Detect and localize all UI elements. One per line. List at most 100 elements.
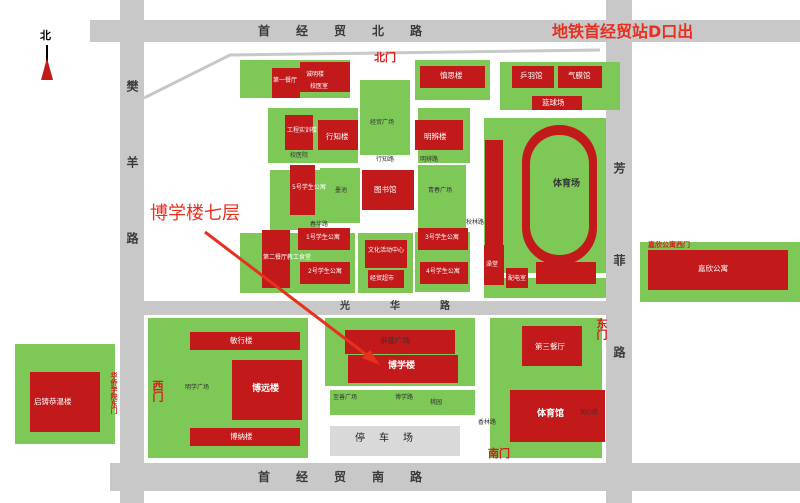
qizhu-building (30, 372, 100, 432)
west-road (120, 0, 144, 503)
qizhu-label: 启铸恭温楼 (34, 397, 72, 406)
middle-road (144, 301, 606, 315)
small-label: 明辨路 (420, 156, 439, 163)
parking-label: 停车场 (355, 433, 427, 444)
boxue-label: 博学楼 (388, 361, 416, 371)
small-label: 秋林路 (466, 219, 485, 226)
highlight-arrow-icon (204, 230, 380, 365)
south-gate-label: 南门 (488, 447, 510, 460)
north-label: 北 (40, 29, 51, 42)
parking-area (330, 426, 460, 456)
apt4-building (420, 262, 468, 284)
roads-layer (90, 0, 800, 503)
east-gate-label: 东门 (595, 318, 608, 340)
south-road-label: 首经贸南路 (258, 470, 449, 484)
apt5-building (290, 165, 315, 215)
chongde-building (345, 330, 455, 354)
xingzhi-building (318, 120, 358, 150)
huaqiao-east-gate-label: 华侨学院东门 (110, 372, 124, 414)
shensi-label: 慎思楼 (440, 71, 463, 80)
bona-building (190, 428, 300, 446)
bath-building (484, 245, 504, 285)
small-label: 工程实训楼 (287, 127, 318, 134)
library-building (362, 170, 414, 210)
small-label: 润心苑 (580, 409, 599, 416)
qingchun-square-label: 青春广场 (428, 187, 453, 194)
south-road (110, 463, 800, 491)
small-label: 经贸超市 (370, 275, 395, 282)
jiaxin-label: 嘉欣公寓 (698, 264, 728, 273)
north-arrow-icon (41, 45, 53, 80)
small-label: 校医院 (290, 152, 309, 159)
power-room (506, 268, 528, 288)
apartment-west-gate-label: 嘉欣公寓西门 (648, 241, 690, 249)
supermarket (368, 270, 404, 288)
small-label: 明学广场 (185, 384, 210, 391)
minxing-label: 敏行楼 (230, 336, 253, 345)
apt3-label: 3号学生公寓 (425, 234, 459, 241)
west-road-label: 樊羊路 (125, 80, 139, 308)
pingpong-label: 乒羽馆 (520, 71, 543, 80)
second-canteen-label: 第二餐厅教工食堂 (263, 254, 312, 261)
basketball-label: 篮球场 (542, 98, 565, 107)
shensi-building (420, 66, 485, 88)
apt2-label: 2号学生公寓 (308, 268, 342, 275)
apt4-label: 4号学生公寓 (426, 268, 460, 275)
small-label: 配电室 (508, 275, 527, 282)
minxing-building (190, 332, 300, 350)
jiaxin-apartment (648, 250, 788, 290)
third-canteen-label: 第三餐厅 (535, 342, 565, 351)
north-gate-label: 北门 (374, 51, 396, 64)
apt5-label: 5号学生公寓 (292, 184, 326, 191)
small-label: 校医室 (310, 83, 329, 90)
small-label: 行知路 (376, 156, 395, 163)
pingpong-hall (512, 66, 554, 88)
boyuan-label: 博远楼 (252, 384, 280, 394)
small-label: 至善广场 (333, 394, 358, 401)
west-gate-text: 西门 (151, 380, 164, 402)
small-label: 香林路 (478, 419, 497, 426)
chengming-building (300, 62, 350, 92)
boyuan-building (232, 360, 302, 420)
library-label: 图书馆 (374, 185, 397, 194)
mingbian-building (415, 120, 463, 150)
small-label: 博学路 (395, 394, 414, 401)
north-gate-arc (143, 48, 601, 100)
small-label: 春华路 (310, 221, 329, 228)
stadium-side (536, 262, 596, 284)
buildings-layer (30, 62, 788, 446)
mingbian-label: 明辨楼 (424, 132, 447, 141)
east-gate-text: 东门 (595, 318, 608, 340)
ball-building (485, 140, 503, 260)
stadium (522, 125, 597, 265)
stadium-label: 体育场 (553, 179, 581, 189)
small-label: 澡堂 (486, 261, 499, 268)
qimo-label: 气膜馆 (568, 71, 591, 80)
highlight-text: 博学楼七层 (150, 203, 240, 224)
west-road-text: 樊羊路 (125, 80, 139, 308)
basketball-court (532, 96, 582, 110)
small-label: 诚明楼 (306, 71, 325, 78)
first-canteen (272, 68, 300, 98)
gym-label: 体育馆 (537, 409, 565, 419)
north-road-label: 首经贸北路 (258, 24, 449, 38)
bona-label: 博纳楼 (230, 432, 253, 441)
gym-building (510, 390, 605, 442)
metro-exit-label: 地铁首经贸站D口出 (552, 22, 694, 41)
middle-road-label: 光华路 (340, 301, 490, 312)
apt2-building (300, 262, 350, 284)
jingmao-square-label: 经贸广场 (370, 119, 395, 126)
apt1-label: 1号学生公寓 (306, 234, 340, 241)
apt3-building (418, 228, 468, 250)
east-road-label: 芳菲路 (612, 162, 626, 438)
huaqiao-east-gate-text: 华侨学院东门 (110, 372, 118, 414)
east-road-text: 芳菲路 (612, 162, 626, 438)
west-gate-label: 西门 (151, 380, 164, 402)
small-label: 墨池 (335, 187, 348, 194)
engineering-building (285, 115, 313, 150)
qimo-hall (558, 66, 602, 88)
apt1-building (298, 228, 350, 250)
activity-label: 文化活动中心 (368, 247, 405, 254)
